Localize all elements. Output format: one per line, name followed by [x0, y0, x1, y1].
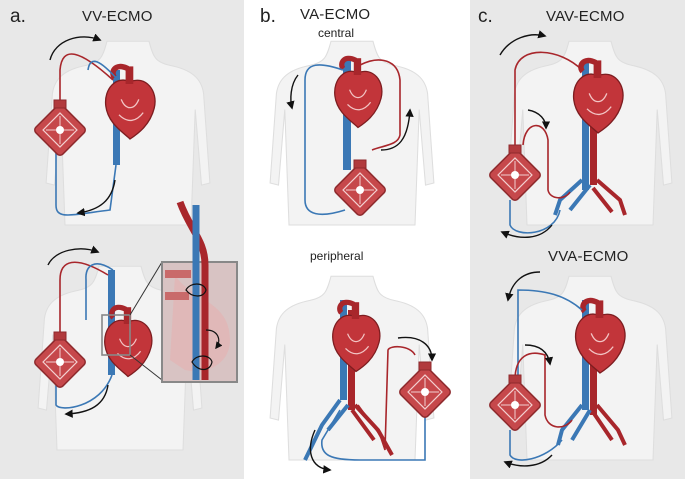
panel-b-letter: b. [260, 6, 276, 27]
panel-a-letter: a. [10, 6, 26, 27]
panel-b-subtitle-central: central [318, 26, 355, 40]
panel-b-title: VA-ECMO [300, 6, 371, 23]
panel-c-title-vav: VAV-ECMO [546, 8, 625, 25]
panel-c-title-vva: VVA-ECMO [548, 248, 629, 265]
panel-c-letter: c. [478, 6, 493, 27]
panel-a-title: VV-ECMO [82, 8, 153, 25]
panel-b-subtitle-peripheral: peripheral [310, 249, 364, 263]
